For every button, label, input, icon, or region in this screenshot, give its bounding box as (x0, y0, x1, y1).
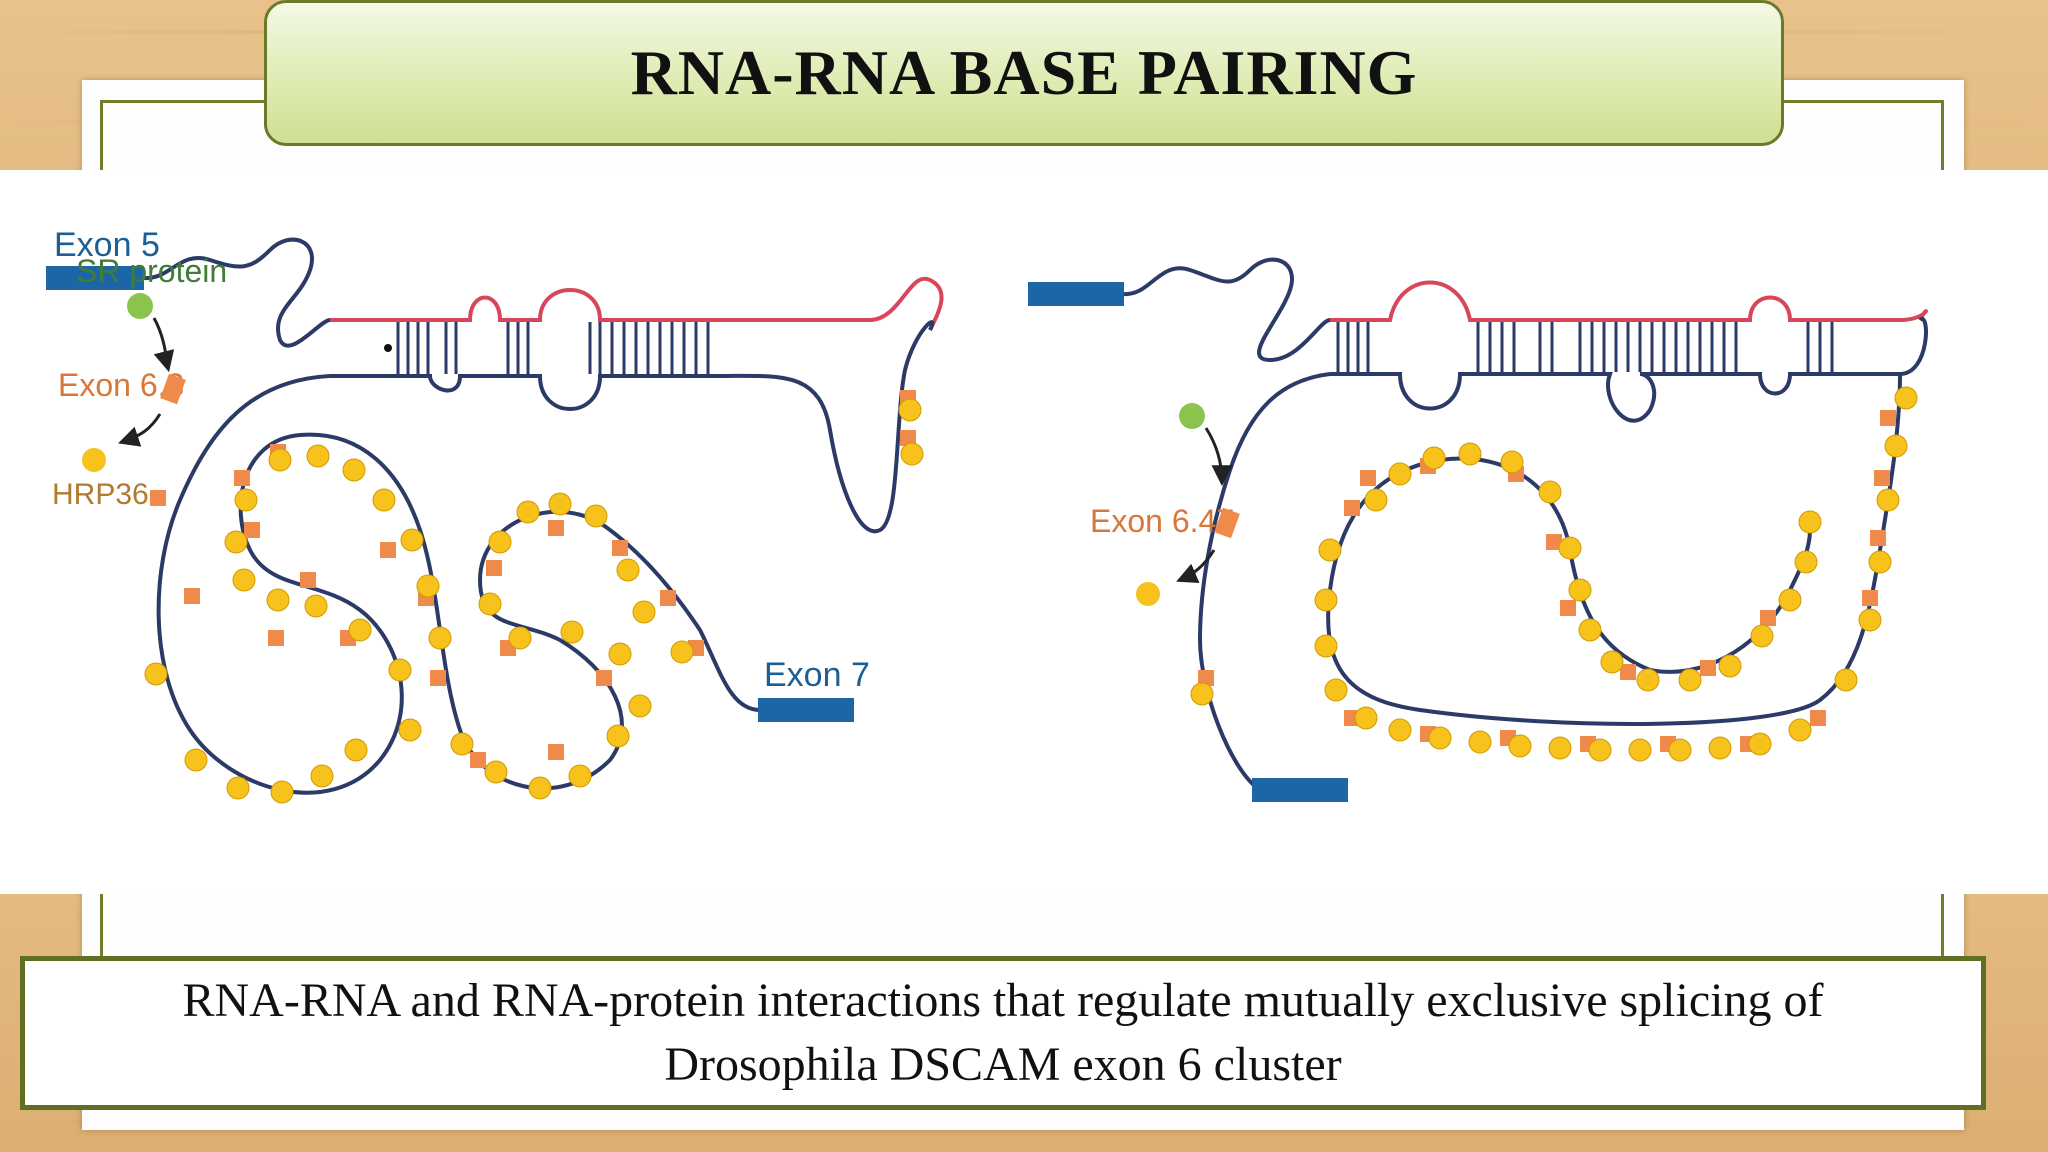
right-sr-protein-arrow (1204, 427, 1233, 487)
dscam-splicing-diagram: Exon 5 Exon 7 SR protein (0, 170, 2048, 894)
stem-bottom-strand (330, 320, 935, 534)
hrp36-free-ball (82, 448, 106, 472)
caption-line-2: Drosophila DSCAM exon 6 cluster (664, 1038, 1342, 1091)
right-stem-top-strand (1330, 280, 1928, 322)
stem-top-strand (330, 276, 944, 331)
hrp36-label: HRP36 (52, 478, 149, 511)
right-stem-bottom-strand (1330, 317, 1928, 423)
hrp36-beads-left (144, 390, 924, 804)
sr-protein-ball (127, 293, 153, 319)
stem-dot (384, 344, 392, 352)
right-exon5-box (1028, 282, 1124, 306)
right-panel: Exon 6.47 (1028, 257, 1928, 802)
hrp36-beads-right (1190, 386, 1918, 762)
right-exon7-box (1252, 778, 1348, 802)
page-title: RNA-RNA BASE PAIRING (630, 37, 1418, 108)
exon63-marker (160, 373, 186, 405)
rna-backbone (156, 374, 780, 795)
right-hrp36-release-arrow (1176, 549, 1216, 584)
exon647-marker (1214, 507, 1240, 539)
right-intron-line (1123, 257, 1331, 363)
right-base-pair-rungs (1336, 322, 1834, 372)
hrp36-release-arrow (118, 413, 162, 447)
caption-line-1: RNA-RNA and RNA-protein interactions tha… (182, 974, 1824, 1027)
exon7-label: Exon 7 (764, 656, 870, 694)
sr-protein-label: SR protein (76, 253, 227, 289)
left-panel: Exon 5 Exon 7 SR protein (46, 226, 944, 804)
intron-line (143, 237, 331, 348)
caption-text: RNA-RNA and RNA-protein interactions tha… (183, 969, 1824, 1097)
exon647-label: Exon 6.47 (1090, 503, 1234, 539)
base-pair-rungs (396, 322, 710, 374)
exon5-label: Exon 5 (54, 226, 160, 264)
right-rna-backbone (1197, 372, 1902, 792)
exon7-box (758, 698, 854, 722)
right-sr-protein-ball (1179, 403, 1205, 429)
caption-box: RNA-RNA and RNA-protein interactions tha… (20, 956, 1986, 1110)
exon5-box (46, 266, 144, 290)
sr-protein-arrow (152, 317, 175, 373)
right-hrp36-free-ball (1136, 582, 1160, 606)
title-banner: RNA-RNA BASE PAIRING (264, 0, 1784, 146)
